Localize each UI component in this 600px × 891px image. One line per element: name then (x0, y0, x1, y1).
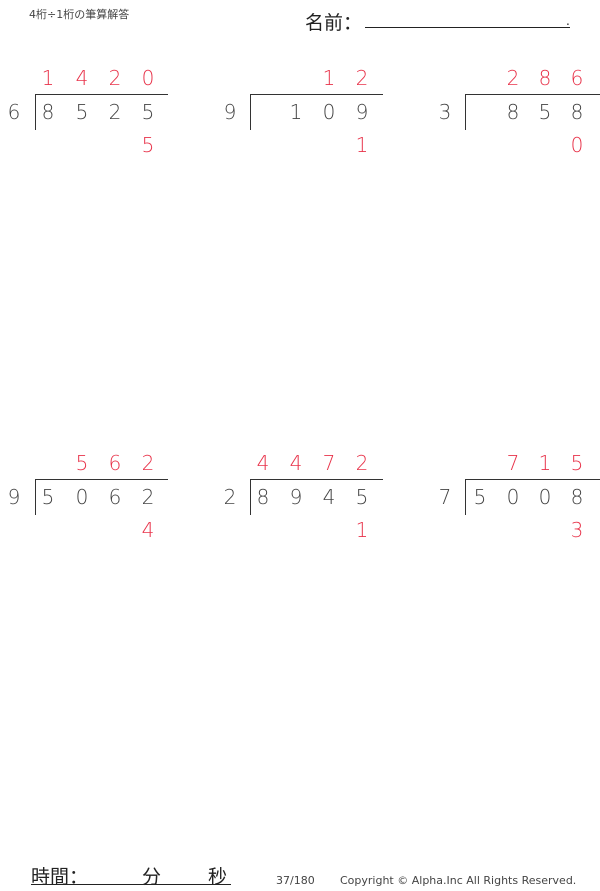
division-problem-6: 7 1 5 7 5 0 0 8 3 (430, 449, 600, 542)
quotient-digit: 2 (108, 66, 122, 90)
quotient-digit: 4 (75, 66, 89, 90)
dividend-digit: 5 (141, 100, 155, 124)
dividend-digit: 8 (570, 485, 584, 509)
dividend-digit: 0 (506, 485, 520, 509)
remainder: 4 (141, 518, 155, 542)
quotient-digit: 1 (322, 66, 336, 90)
dividend-digit: 2 (141, 485, 155, 509)
division-bracket-top (35, 479, 168, 480)
name-field-line[interactable] (365, 27, 570, 28)
division-bracket-top (250, 94, 383, 95)
quotient-digit: 2 (355, 66, 369, 90)
copyright-notice: Copyright © Alpha.Inc All Rights Reserve… (340, 874, 577, 887)
dividend-digit: 5 (75, 100, 89, 124)
divisor: 3 (438, 100, 452, 124)
quotient-digit: 7 (506, 451, 520, 475)
quotient-digit: 5 (75, 451, 89, 475)
quotient-digit: 8 (538, 66, 552, 90)
dividend-digit: 8 (506, 100, 520, 124)
minutes-label: 分 (142, 866, 162, 888)
division-bracket-top (465, 94, 600, 95)
dividend-digit: 9 (355, 100, 369, 124)
quotient-digit: 6 (108, 451, 122, 475)
remainder: 0 (570, 133, 584, 157)
quotient-digit: 2 (355, 451, 369, 475)
quotient-digit: 0 (141, 66, 155, 90)
remainder: 5 (141, 133, 155, 157)
dividend-digit: 5 (473, 485, 487, 509)
page-number: 37/180 (276, 874, 315, 887)
division-bracket-top (35, 94, 168, 95)
seconds-label: 秒 (208, 866, 228, 888)
quotient-digit: 5 (570, 451, 584, 475)
division-problem-4: 5 6 2 9 5 0 6 2 4 (0, 449, 170, 542)
divisor: 9 (7, 485, 21, 509)
quotient-digit: 1 (538, 451, 552, 475)
quotient-digit: 4 (289, 451, 303, 475)
division-bracket-side (35, 479, 36, 515)
remainder: 3 (570, 518, 584, 542)
divisor: 2 (223, 485, 237, 509)
quotient-digit: 2 (141, 451, 155, 475)
division-bracket-side (35, 94, 36, 130)
dividend-digit: 9 (289, 485, 303, 509)
worksheet-title: 4桁÷1桁の筆算解答 (29, 8, 130, 21)
dividend-digit: 8 (41, 100, 55, 124)
time-label: 時間： (31, 866, 89, 888)
division-problem-2: 1 2 9 1 0 9 1 (220, 64, 390, 157)
remainder: 1 (355, 518, 369, 542)
name-end-dot: . (566, 14, 570, 28)
quotient-digit: 1 (41, 66, 55, 90)
division-problem-5: 4 4 7 2 2 8 9 4 5 1 (220, 449, 390, 542)
division-bracket-top (250, 479, 383, 480)
dividend-digit: 5 (538, 100, 552, 124)
remainder: 1 (355, 133, 369, 157)
division-bracket-side (465, 94, 466, 130)
divisor: 9 (223, 100, 237, 124)
division-bracket-side (250, 94, 251, 130)
division-bracket-side (250, 479, 251, 515)
quotient-digit: 7 (322, 451, 336, 475)
dividend-digit: 1 (289, 100, 303, 124)
dividend-digit: 8 (570, 100, 584, 124)
division-bracket-side (465, 479, 466, 515)
name-label: 名前： (305, 12, 363, 34)
dividend-digit: 5 (355, 485, 369, 509)
dividend-digit: 0 (538, 485, 552, 509)
division-problem-1: 1 4 2 0 6 8 5 2 5 5 (0, 64, 170, 157)
dividend-digit: 0 (322, 100, 336, 124)
division-problem-3: 2 8 6 3 8 5 8 0 (430, 64, 600, 157)
dividend-digit: 8 (256, 485, 270, 509)
dividend-digit: 5 (41, 485, 55, 509)
quotient-digit: 4 (256, 451, 270, 475)
dividend-digit: 2 (108, 100, 122, 124)
quotient-digit: 2 (506, 66, 520, 90)
dividend-digit: 0 (75, 485, 89, 509)
division-bracket-top (465, 479, 600, 480)
dividend-digit: 6 (108, 485, 122, 509)
dividend-digit: 4 (322, 485, 336, 509)
divisor: 7 (438, 485, 452, 509)
quotient-digit: 6 (570, 66, 584, 90)
divisor: 6 (7, 100, 21, 124)
time-field-line[interactable] (31, 884, 231, 885)
